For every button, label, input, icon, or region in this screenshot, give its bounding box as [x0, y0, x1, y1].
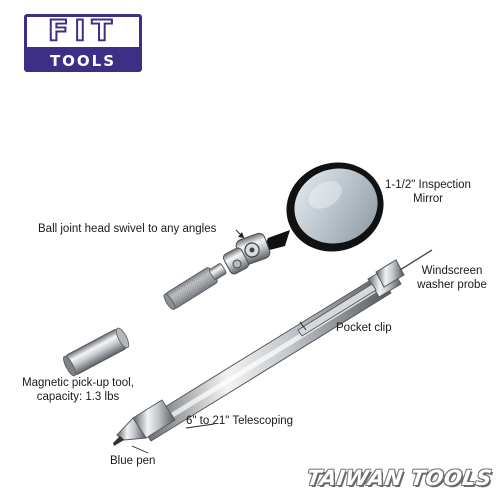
washer-probe-label-line1: Windscreen: [421, 265, 483, 277]
logo-fit-text: FIT: [47, 14, 119, 49]
telescoping-label: 6" to 21" Telescoping: [186, 415, 294, 427]
blue-pen-label: Blue pen: [110, 455, 156, 467]
mirror-label-line1: 1-1/2" Inspection: [385, 179, 471, 191]
logo-tools-text: TOOLS: [49, 51, 117, 70]
leader-lines: [131, 229, 307, 454]
magnetic-tool-label: Magnetic pick-up tool, capacity: 1.3 lbs: [10, 376, 146, 404]
magnetic-pickup-tool: [63, 327, 130, 377]
mirror-handle: [163, 263, 227, 311]
telescoping-pen: [113, 259, 405, 446]
taiwan-tools-watermark: TAIWAN TOOLS: [305, 466, 494, 490]
logo-bottom-band: TOOLS: [24, 50, 142, 72]
washer-probe-label: Windscreen washer probe: [410, 264, 494, 292]
inspection-mirror: [262, 162, 384, 252]
magnetic-tool-label-line1: Magnetic pick-up tool,: [22, 377, 134, 389]
ball-joint-label: Ball joint head swivel to any angles: [38, 223, 217, 235]
logo-top-panel: FIT: [24, 14, 142, 50]
ball-joint-swivel: [222, 232, 271, 275]
mirror-label: 1-1/2" Inspection Mirror: [372, 178, 484, 206]
mirror-label-line2: Mirror: [412, 193, 444, 205]
pocket-clip-label: Pocket clip: [336, 322, 392, 334]
washer-probe-label-line2: washer probe: [417, 279, 487, 291]
fit-tools-logo: FIT TOOLS: [24, 14, 142, 72]
washer-probe-wire: [399, 249, 433, 271]
magnetic-tool-label-line2: capacity: 1.3 lbs: [36, 391, 120, 403]
